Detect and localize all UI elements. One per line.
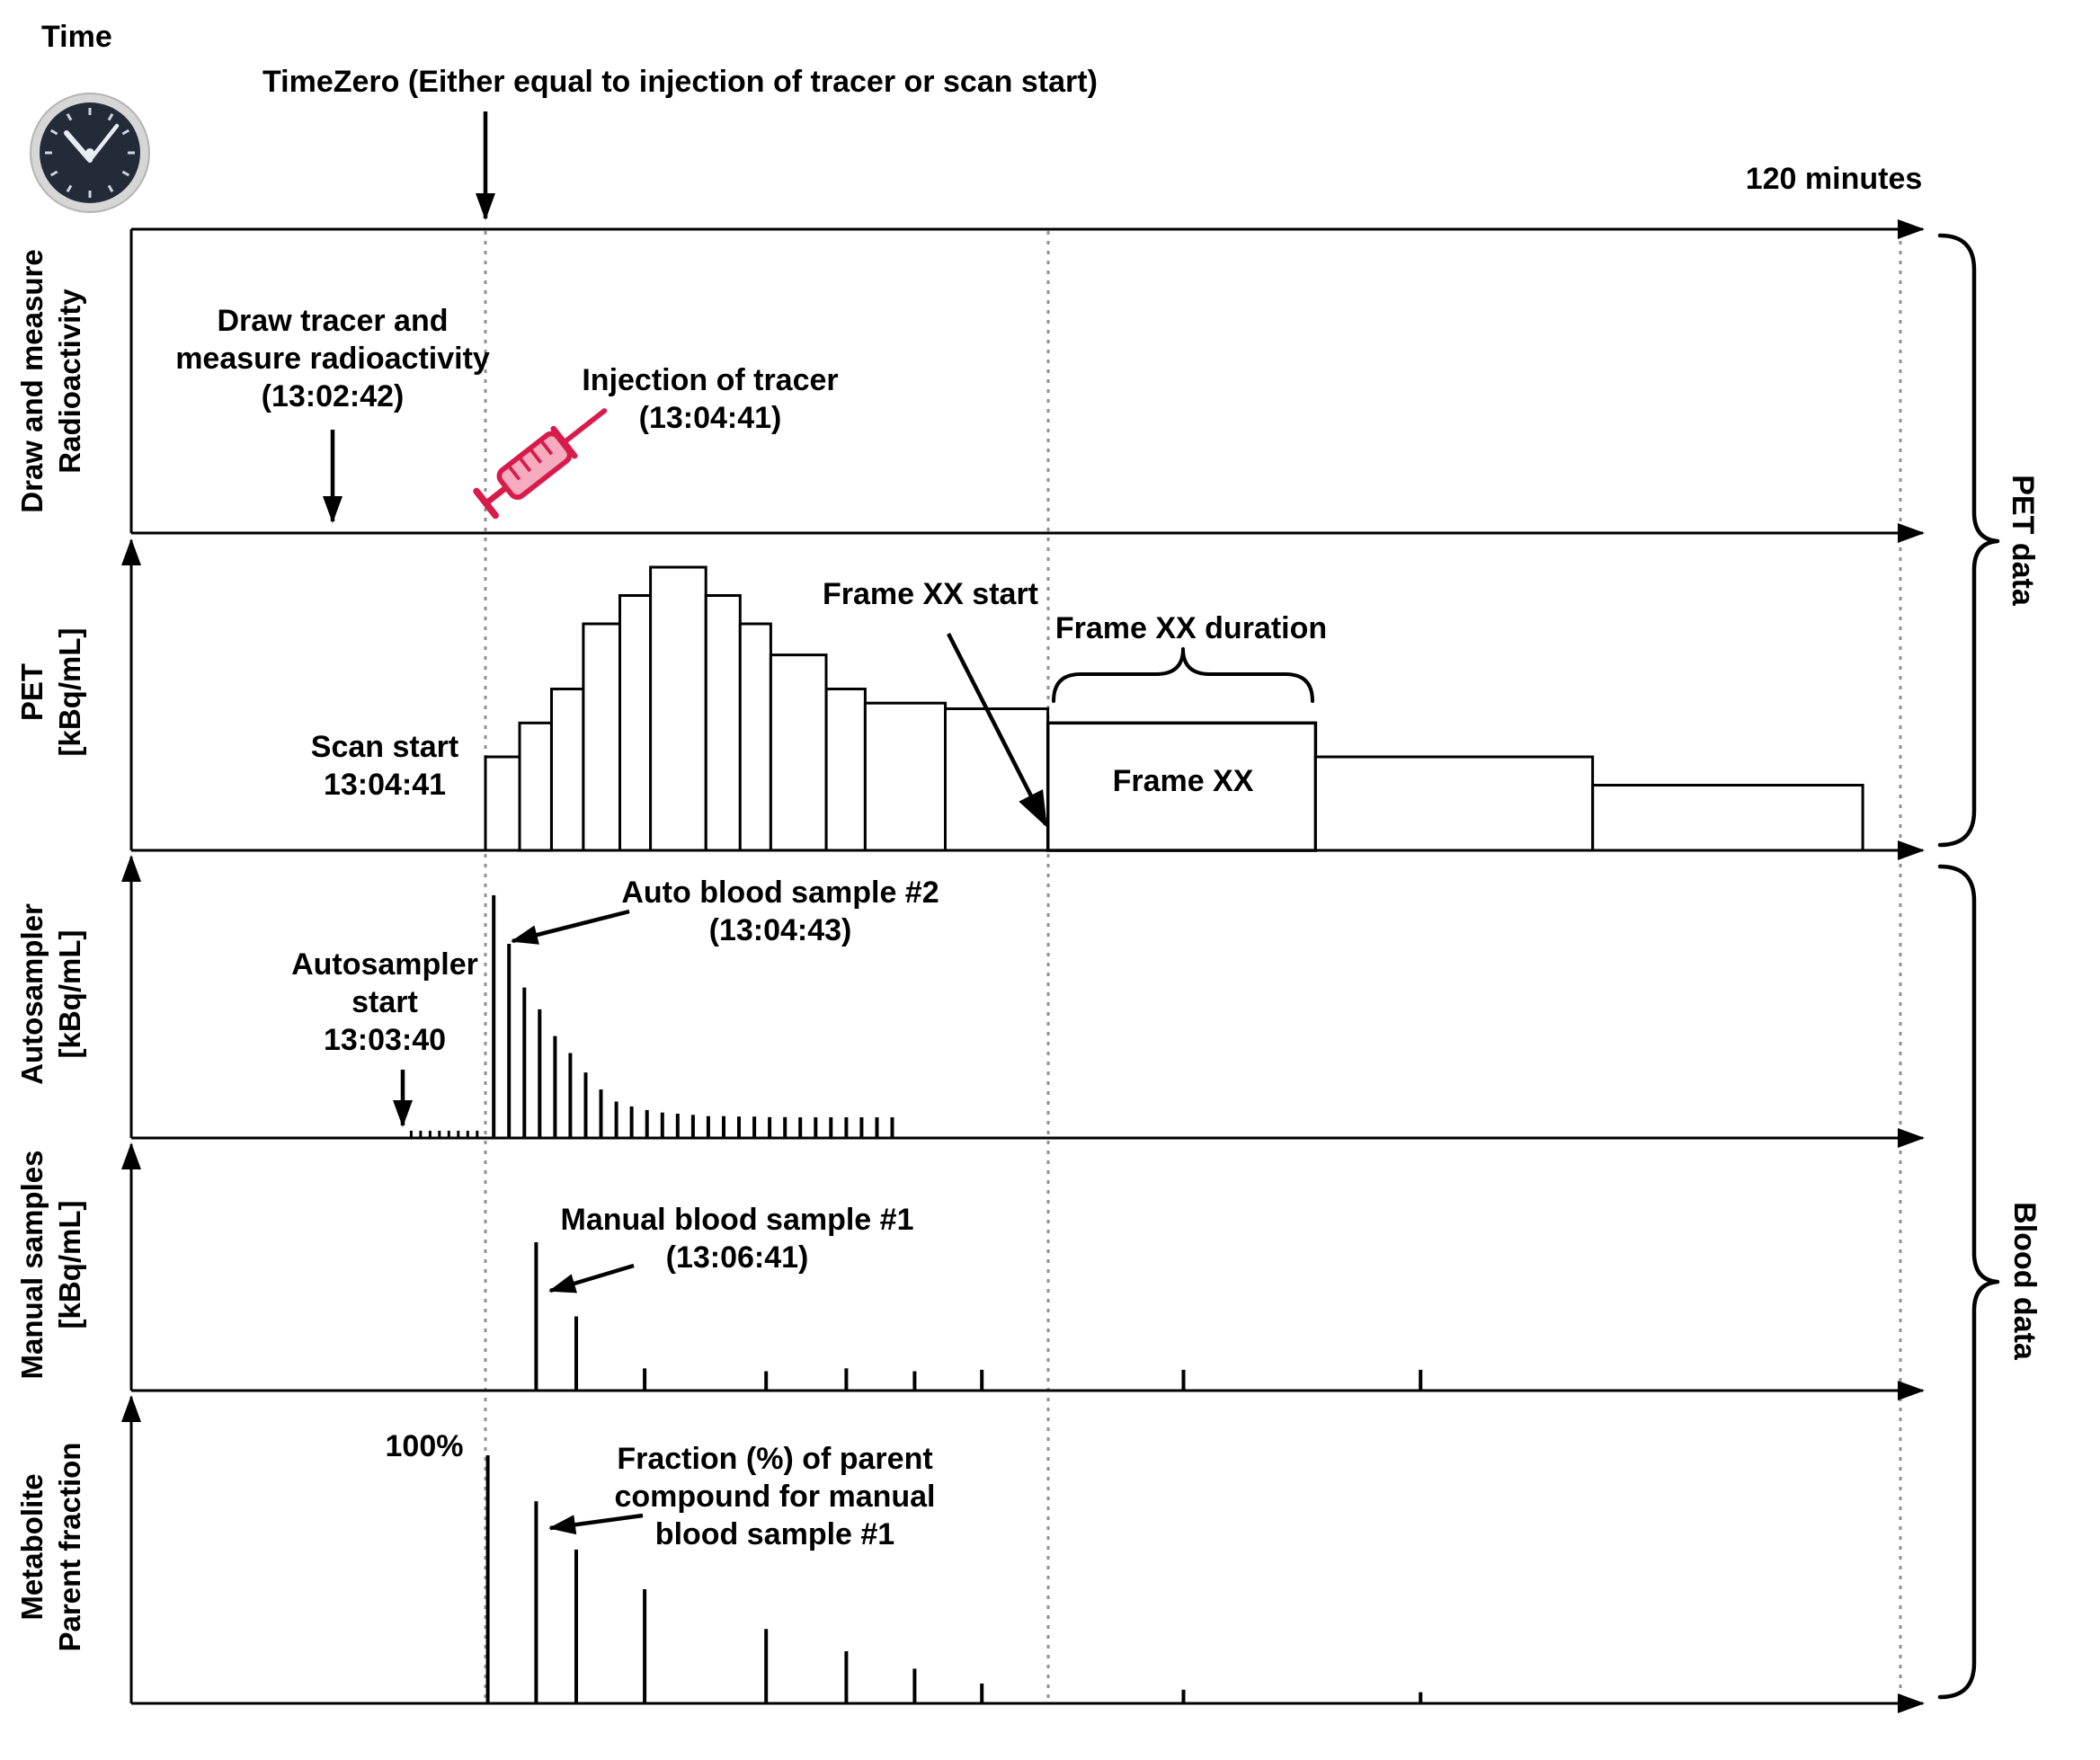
metabolite-fraction-spikes	[485, 1455, 1423, 1703]
pet-frame-histogram	[484, 565, 1864, 852]
manual-sample-spikes	[534, 1242, 1423, 1391]
injection-note: Injection of tracer (13:04:41)	[582, 363, 839, 435]
blood-data-group-label: Blood data	[2007, 1202, 2042, 1360]
syringe-icon	[473, 408, 608, 520]
pet-data-brace	[1937, 233, 2000, 848]
axis-label-manual-samples: Manual samples [kBq/mL]	[15, 1150, 86, 1380]
blood-data-brace	[1937, 864, 2000, 1700]
manual-sample-1-arrow	[548, 1263, 635, 1293]
timezero-label: TimeZero (Either equal to injection of t…	[262, 65, 1098, 99]
frame-xx-duration-brace	[1052, 647, 1314, 703]
autosampler-spikes	[492, 895, 894, 1138]
duration-label: 120 minutes	[1745, 162, 1923, 196]
pet-data-group-label: PET data	[2006, 475, 2040, 606]
auto-sample-2-arrow	[511, 909, 630, 945]
braces	[1052, 233, 2000, 1700]
auto-sample-2-note: Auto blood sample #2 (13:04:43)	[621, 876, 939, 947]
clock-icon	[30, 93, 150, 213]
annotation-arrows	[323, 111, 1048, 1535]
hundred-percent-label: 100%	[385, 1429, 464, 1463]
axes	[121, 219, 1925, 1713]
time-label: Time	[41, 20, 112, 54]
frame-xx-label: Frame XX	[1112, 764, 1254, 798]
frame-xx-start-note: Frame XX start	[823, 577, 1038, 611]
autosampler-start-note: Autosampler start 13:03:40	[291, 947, 478, 1057]
draw-tracer-note: Draw tracer and measure radioactivity (1…	[175, 304, 490, 413]
frame-xx-start-arrow	[946, 632, 1048, 828]
axis-label-autosampler: Autosampler [kBq/mL]	[15, 903, 86, 1085]
parent-fraction-note: Fraction (%) of parent compound for manu…	[614, 1442, 936, 1551]
frame-xx-duration-note: Frame XX duration	[1054, 611, 1328, 645]
axis-label-metabolite: Metabolite Parent fraction	[15, 1442, 86, 1652]
manual-sample-1-note: Manual blood sample #1 (13:06:41)	[560, 1203, 914, 1275]
parent-fraction-arrow	[548, 1513, 644, 1535]
axis-label-draw-measure: Draw and measure Radioactivity	[15, 249, 86, 513]
axis-label-pet: PET [kBq/mL]	[15, 627, 86, 757]
scan-start-note: Scan start 13:04:41	[310, 730, 459, 802]
dotted-reference-lines	[484, 231, 1902, 1702]
